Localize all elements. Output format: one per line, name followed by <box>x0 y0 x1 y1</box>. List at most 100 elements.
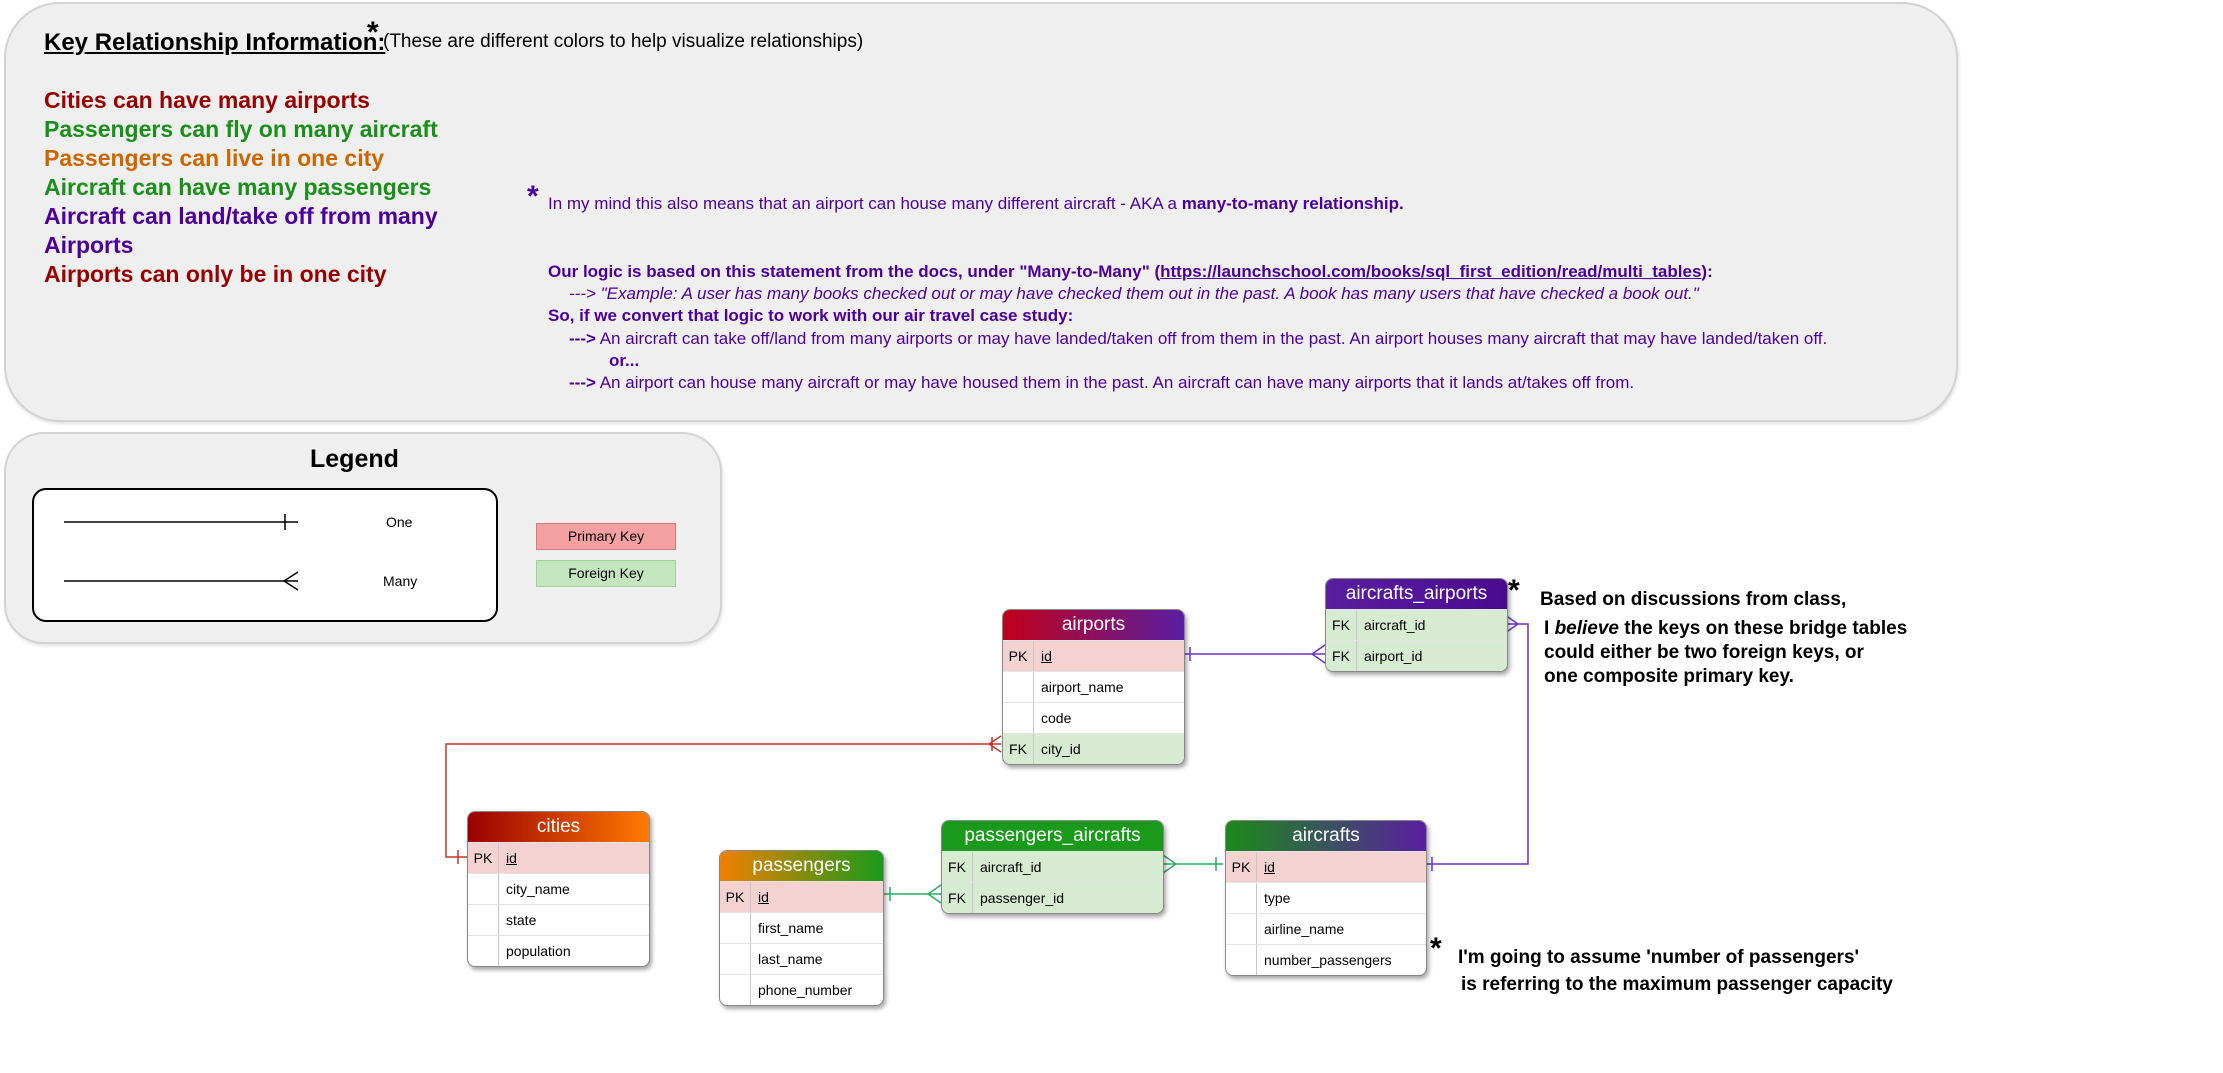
passengers-aircrafts-table[interactable]: passengers_aircrafts FK aircraft_id FK pas… <box>941 820 1164 914</box>
field-name: type <box>1264 890 1291 906</box>
note-emphasis: believe <box>1554 618 1619 639</box>
note-text: the keys on these bridge tables <box>1619 618 1908 639</box>
key-label: FK <box>942 852 973 882</box>
field-name: code <box>1041 710 1072 726</box>
docs-reference-note: Our logic is based on this statement fro… <box>548 262 1713 282</box>
legend-one-label: One <box>386 514 413 530</box>
aircrafts-table[interactable]: aircrafts PK id type airline_name number_… <box>1225 820 1427 976</box>
key-label <box>720 944 751 974</box>
table-row[interactable]: FK passenger_id <box>942 882 1163 913</box>
field-name: airline_name <box>1264 921 1345 937</box>
table-row[interactable]: last_name <box>720 943 883 974</box>
legend-notation-box <box>32 488 498 622</box>
field-name: last_name <box>758 951 823 967</box>
table-row[interactable]: phone_number <box>720 974 883 1005</box>
table-row[interactable]: first_name <box>720 912 883 943</box>
field-name: airport_id <box>1364 648 1423 664</box>
key-label: PK <box>468 843 499 873</box>
relationship-item: Airports <box>44 232 134 258</box>
key-label <box>1003 672 1034 702</box>
arrow-marker: ---> <box>569 329 596 348</box>
airports-bridge-relationship <box>1184 644 1326 664</box>
field-name: id <box>506 850 517 866</box>
field-name: aircraft_id <box>980 859 1042 875</box>
note-text: Our logic is based on this statement fro… <box>548 262 1161 281</box>
key-label: PK <box>1226 852 1257 882</box>
field-name: city_name <box>506 881 570 897</box>
legend-title: Legend <box>310 445 399 473</box>
field-name: first_name <box>758 920 824 936</box>
primary-key-swatch: Primary Key <box>536 523 676 550</box>
table-row[interactable]: PK id <box>468 842 649 873</box>
table-row[interactable]: PK id <box>1226 851 1426 882</box>
bridge-note-line: one composite primary key. <box>1544 666 1794 687</box>
key-label <box>468 874 499 904</box>
key-label: FK <box>942 883 973 913</box>
table-header[interactable]: aircrafts <box>1226 821 1426 851</box>
field-name: passenger_id <box>980 890 1065 906</box>
bridge-note-line: Based on discussions from class, <box>1540 589 1847 610</box>
note-text: I <box>1544 618 1555 639</box>
case-study-note: So, if we convert that logic to work wit… <box>548 306 1074 325</box>
table-row[interactable]: FK aircraft_id <box>942 851 1163 882</box>
table-row[interactable]: airline_name <box>1226 913 1426 944</box>
relationship-item: Passengers can live in one city <box>44 145 385 171</box>
field-name: id <box>1264 859 1275 875</box>
key-relationship-title: Key Relationship Information: <box>44 29 386 56</box>
table-header[interactable]: passengers_aircrafts <box>942 821 1163 851</box>
docs-example-quote: ---> "Example: A user has many books che… <box>569 284 1699 303</box>
field-name: id <box>758 889 769 905</box>
or-connector: or... <box>609 351 640 370</box>
table-row[interactable]: airport_name <box>1003 671 1184 702</box>
table-header[interactable]: aircrafts_airports <box>1326 579 1507 609</box>
capacity-note-line: I'm going to assume 'number of passenger… <box>1458 947 1860 968</box>
table-header[interactable]: airports <box>1003 610 1184 640</box>
legend-many-symbol <box>64 571 299 591</box>
aircrafts-bridge-relationship <box>1425 614 1529 871</box>
relationship-item: Airports can only be in one city <box>44 261 387 287</box>
field-name: id <box>1041 648 1052 664</box>
field-name: phone_number <box>758 982 853 998</box>
key-label <box>720 975 751 1005</box>
relationship-item: Aircraft can have many passengers <box>44 174 432 200</box>
table-header[interactable]: cities <box>468 812 649 842</box>
table-row[interactable]: type <box>1226 882 1426 913</box>
table-header[interactable]: passengers <box>720 851 883 881</box>
cities-table[interactable]: cities PK id city_name state population <box>467 811 650 967</box>
bridge-note-line: I believe the keys on these bridge table… <box>1544 617 1907 641</box>
note-asterisk: * <box>527 180 539 213</box>
field-name: city_id <box>1041 741 1081 757</box>
table-row[interactable]: number_passengers <box>1226 944 1426 975</box>
note-text: In my mind this also means that an airpo… <box>548 194 1182 213</box>
note-emphasis: many-to-many relationship. <box>1181 194 1404 213</box>
legend-many-label: Many <box>383 573 418 589</box>
aircraft-airport-logic: ---> An aircraft can take off/land from … <box>569 329 1827 349</box>
relationship-item: Passengers can fly on many aircraft <box>44 116 438 142</box>
field-name: number_passengers <box>1264 952 1392 968</box>
key-label <box>720 913 751 943</box>
cities-airports-relationship <box>445 735 1002 864</box>
table-row[interactable]: code <box>1003 702 1184 733</box>
table-row[interactable]: state <box>468 904 649 935</box>
passengers-bridge-relationship <box>883 884 942 904</box>
key-label <box>468 936 499 966</box>
arrow-marker: ---> <box>569 373 596 392</box>
key-label <box>1226 945 1257 975</box>
key-label <box>468 905 499 935</box>
note-text: An airport can house many aircraft or ma… <box>599 373 1635 392</box>
key-label: FK <box>1326 610 1357 640</box>
table-row[interactable]: city_name <box>468 873 649 904</box>
key-label <box>1003 703 1034 733</box>
many-to-many-note: In my mind this also means that an airpo… <box>548 194 1404 214</box>
docs-link[interactable]: https://launchschool.com/books/sql_first… <box>1160 262 1702 281</box>
table-row[interactable]: population <box>468 935 649 966</box>
